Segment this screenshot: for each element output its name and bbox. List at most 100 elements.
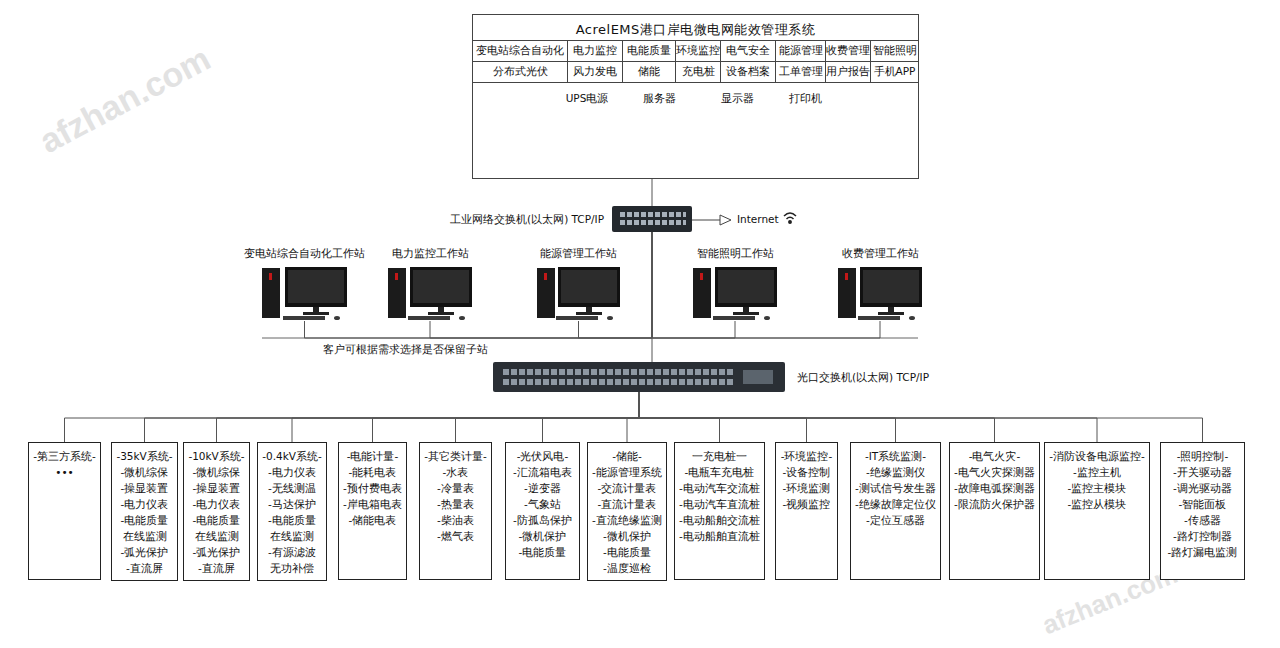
- free-label: 服务器: [643, 92, 676, 105]
- box-item: -测试信号发生器: [851, 480, 940, 496]
- box-item: -电动汽车直流桩: [675, 496, 764, 512]
- box-item: -无线测温: [258, 480, 326, 496]
- box-item: -电能质量 在线监测: [184, 512, 249, 544]
- workstation: 电力监控工作站: [388, 265, 472, 321]
- box-item: -传感器: [1161, 512, 1244, 528]
- device-label: 光口交换机(以太网) TCP/IP: [797, 371, 929, 384]
- box-item: -电动船舶交流桩: [675, 512, 764, 528]
- connector-line: [292, 392, 639, 442]
- box-heading: -电能计量-: [339, 448, 406, 464]
- device-label: 电力监控工作站: [392, 247, 469, 260]
- box-item: -岸电箱电表: [339, 496, 406, 512]
- box-item: -电力仪表: [112, 496, 177, 512]
- connector-line: [639, 392, 720, 442]
- box-item: -电瓶车充电桩: [675, 464, 764, 480]
- box-item: -电能质量 在线监测: [112, 512, 177, 544]
- module-name: 变电站综合自动化: [473, 41, 567, 60]
- box-heading: -环境监控-: [776, 448, 837, 464]
- subsystem-box: -IT系统监测--绝缘监测仪-测试信号发生器-绝缘故障定位仪-定位互感器: [850, 442, 941, 580]
- module-name: 工单管理: [776, 62, 825, 81]
- box-item: -温度巡检: [588, 560, 666, 576]
- subsystem-box: 一充电桩一-电瓶车充电桩-电动汽车交流桩-电动汽车直流桩-电动船舶交流桩-电动船…: [674, 442, 765, 580]
- module-cell: 分布式光伏: [472, 61, 568, 83]
- system-panel: AcrelEMS港口岸电微电网能效管理系统变电站综合自动化电力监控电能质量环境监…: [472, 14, 919, 179]
- device-label: 收费管理工作站: [842, 247, 919, 260]
- watermark: afzhan.com: [33, 39, 216, 161]
- workstation-icon: [838, 267, 922, 320]
- box-item: -燃气表: [420, 528, 491, 544]
- box-item: -电气火灾探测器: [950, 464, 1039, 480]
- internet-arrow: [692, 215, 731, 225]
- module-cell: 手机APP: [870, 61, 919, 83]
- module-cell: 电力监控: [567, 40, 623, 62]
- box-item: -绝缘故障定位仪: [851, 496, 940, 512]
- box-item: -故障电弧探测器: [950, 480, 1039, 496]
- module-cell: 变电站综合自动化: [472, 40, 568, 62]
- module-name: 储能: [623, 62, 675, 81]
- box-item: -微机保护: [588, 528, 666, 544]
- module-name: 分布式光伏: [473, 62, 567, 81]
- box-heading: -10kV系统-: [184, 448, 249, 464]
- box-heading: -其它类计量-: [420, 448, 491, 464]
- network-switch: 光口交换机(以太网) TCP/IP: [493, 362, 785, 392]
- device-label: 工业网络交换机(以太网) TCP/IP: [450, 213, 604, 226]
- subsystem-box: -第三方系统-•••: [28, 442, 101, 580]
- module-name: 电力监控: [568, 41, 622, 60]
- module-cell: 电气安全: [720, 40, 776, 62]
- free-label: Internet: [737, 213, 779, 226]
- network-switch: 工业网络交换机(以太网) TCP/IP: [612, 206, 692, 232]
- box-heading: 一充电桩一: [675, 448, 764, 464]
- free-label: 客户可根据需求选择是否保留子站: [323, 343, 488, 356]
- connector-line: [639, 392, 1097, 442]
- subsystem-box: -储能--能源管理系统-交流计量表-直流计量表-直流绝缘监测-微机保护-电能质量…: [587, 442, 667, 581]
- box-item: -操显装置: [112, 480, 177, 496]
- box-item: -直流绝缘监测: [588, 512, 666, 528]
- box-item: -定位互感器: [851, 512, 940, 528]
- box-heading: -消防设备电源监控-: [1045, 448, 1149, 464]
- box-item: -路灯漏电监测: [1161, 544, 1244, 560]
- box-item: -操显装置: [184, 480, 249, 496]
- box-item: -路灯控制器: [1161, 528, 1244, 544]
- box-item: -直流屏: [112, 560, 177, 576]
- box-item: -智能面板: [1161, 496, 1244, 512]
- box-item: -直流屏: [184, 560, 249, 576]
- box-item: -绝缘监测仪: [851, 464, 940, 480]
- workstation-icon: [262, 267, 347, 320]
- device-label: 变电站综合自动化工作站: [244, 247, 365, 260]
- module-name: 充电桩: [676, 62, 720, 81]
- subsystem-box: -照明控制--开关驱动器-调光驱动器-智能面板-传感器-路灯控制器-路灯漏电监测: [1160, 442, 1245, 580]
- connector-line: [456, 392, 640, 442]
- box-item: -逆变器: [506, 480, 579, 496]
- box-item: -电力仪表: [258, 464, 326, 480]
- device-label: 能源管理工作站: [540, 247, 617, 260]
- system-title: AcrelEMS港口岸电微电网能效管理系统: [473, 15, 918, 39]
- subsystem-box: -光伏风电--汇流箱电表-逆变器-气象站-防孤岛保护-微机保护-电能质量: [505, 442, 580, 580]
- connector-line: [639, 392, 1203, 442]
- box-item: -环境监测: [776, 480, 837, 496]
- box-heading: -第三方系统-: [29, 448, 100, 464]
- subsystem-box: -环境监控--设备控制-环境监测-视频监控: [775, 442, 838, 580]
- box-heading: -35kV系统-: [112, 448, 177, 464]
- box-heading: -照明控制-: [1161, 448, 1244, 464]
- module-cell: 收费管理: [825, 40, 871, 62]
- free-label: UPS电源: [566, 92, 609, 105]
- box-item: -气象站: [506, 496, 579, 512]
- box-item: -汇流箱电表: [506, 464, 579, 480]
- box-item: -微机综保: [112, 464, 177, 480]
- box-item: -开关驱动器: [1161, 464, 1244, 480]
- module-name: 用户报告: [826, 62, 870, 81]
- module-cell: 风力发电: [567, 61, 623, 83]
- box-item: -电动汽车交流桩: [675, 480, 764, 496]
- workstation-icon: [388, 267, 472, 320]
- box-item: -冷量表: [420, 480, 491, 496]
- device-label: 智能照明工作站: [697, 247, 774, 260]
- workstation-icon: [693, 267, 777, 320]
- connector-line: [65, 392, 640, 442]
- module-name: 手机APP: [871, 62, 918, 81]
- module-cell: 电能质量: [622, 40, 676, 62]
- module-name: 收费管理: [826, 41, 870, 60]
- module-name: 能源管理: [776, 41, 825, 60]
- connector-line: [627, 392, 639, 442]
- connector-line: [652, 232, 653, 362]
